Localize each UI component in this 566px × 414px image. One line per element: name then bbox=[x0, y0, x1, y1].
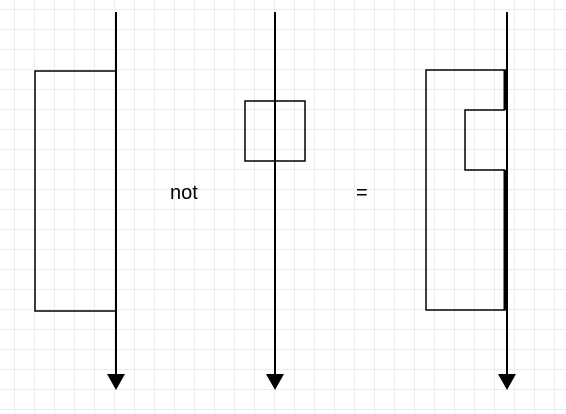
not-operator-label: not bbox=[170, 182, 198, 204]
large-rectangle-3 bbox=[425, 69, 507, 311]
small-notch bbox=[464, 109, 505, 171]
arrowhead-icon-3 bbox=[498, 374, 516, 390]
arrowhead-icon-1 bbox=[107, 374, 125, 390]
result-group bbox=[425, 12, 516, 390]
equals-operator-label: = bbox=[356, 182, 368, 204]
arrowhead-icon-2 bbox=[266, 374, 284, 390]
small-square bbox=[244, 100, 306, 162]
left-operand-group bbox=[34, 12, 125, 390]
right-operand-group bbox=[244, 12, 306, 390]
large-rectangle-1 bbox=[34, 70, 116, 312]
